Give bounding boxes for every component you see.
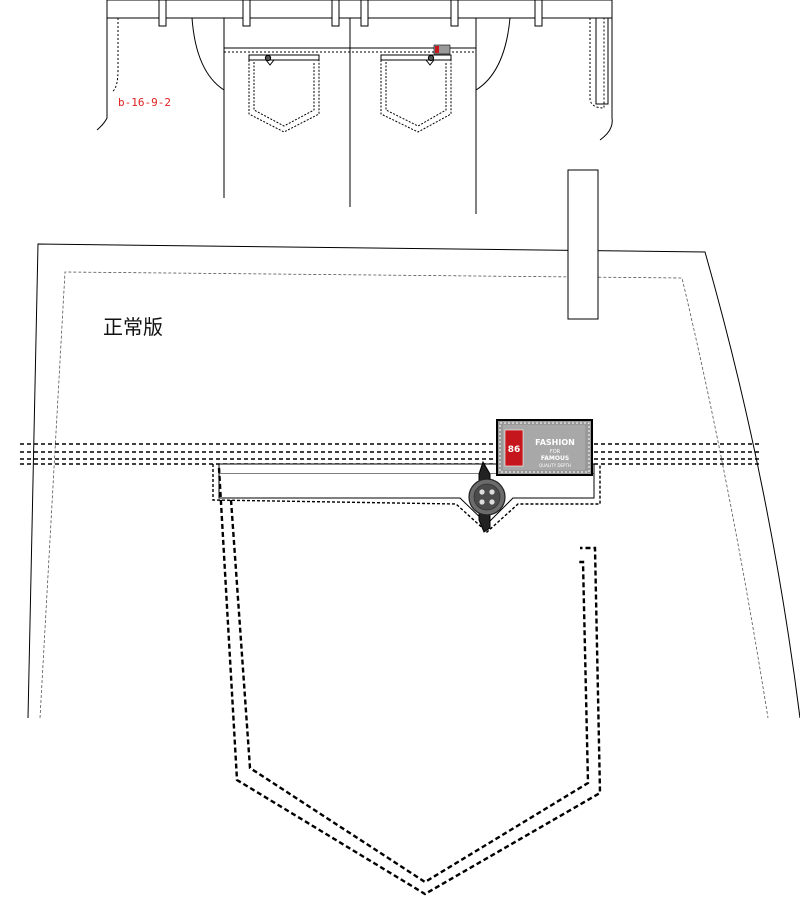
patch-line3: FAMOUS: [541, 455, 569, 462]
left-side-seam: [96, 18, 108, 131]
back-view-thumbnail: [96, 0, 613, 214]
back-pocket-stitch-outer: [217, 467, 602, 896]
right-side-seam: [599, 18, 613, 141]
thumb-patch: [433, 44, 451, 55]
body-panel-outline: [27, 243, 800, 719]
right-yoke: [475, 17, 511, 91]
back-pocket: [217, 467, 602, 896]
back-pocket-stitch-inner: [229, 499, 590, 884]
belt-loop: [567, 169, 599, 320]
patch-badge-number: 86: [508, 445, 521, 455]
patch-badge: [504, 429, 524, 467]
body-panel-topstitch: [39, 271, 769, 719]
patch-line1: FASHION: [535, 438, 575, 447]
brand-patch: [496, 419, 593, 476]
patch-line2: FOR: [550, 449, 561, 455]
thumb-left-pocket: [248, 54, 320, 133]
belt-loops: [158, 0, 543, 27]
left-yoke: [191, 17, 225, 91]
yoke-seam: [20, 443, 760, 465]
patch-line4: QUALITY DEPTH: [539, 463, 571, 468]
style-code-label: b-16-9-2: [118, 96, 171, 109]
pocket-button: [468, 478, 506, 516]
version-label: 正常版: [103, 315, 163, 339]
thumb-right-pocket: [380, 44, 452, 133]
pocket-detail-view: [20, 169, 800, 896]
